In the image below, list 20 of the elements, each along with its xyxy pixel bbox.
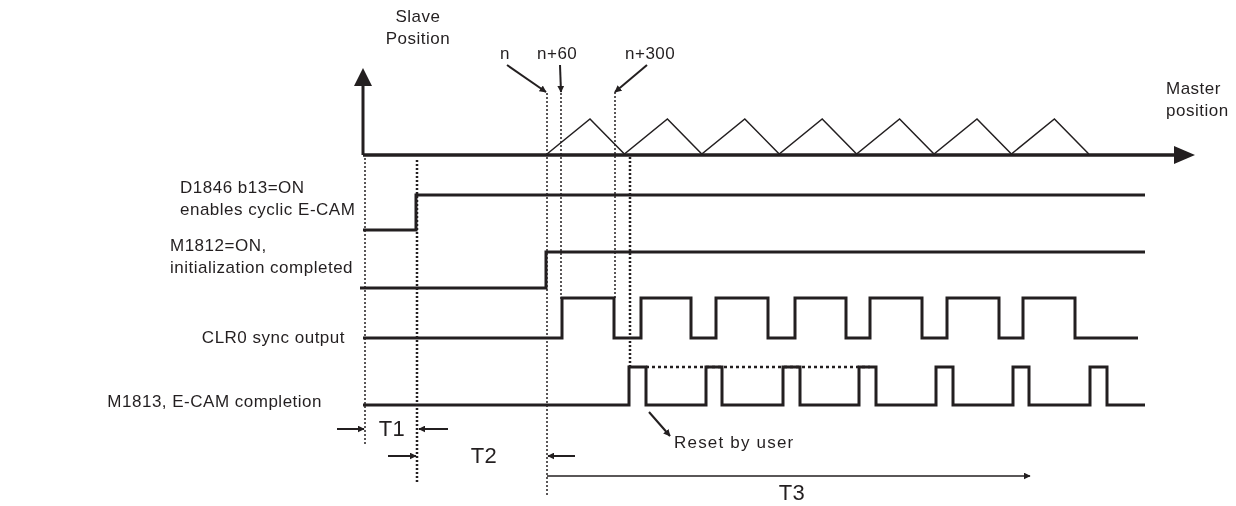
dotted-line: [560, 92, 562, 301]
dotted-line: [614, 91, 616, 301]
signal-label: D1846 b13=ON enables cyclic E-CAM: [180, 177, 357, 221]
marker-label: n: [500, 44, 510, 64]
time-label: T3: [777, 481, 807, 505]
signal-label: M1813, E-CAM completion: [106, 392, 322, 412]
leader-line: [614, 64, 648, 93]
time-label: T2: [469, 443, 499, 469]
leader-line: [506, 64, 547, 93]
leader-line: [648, 411, 671, 437]
marker-label: n+300: [625, 44, 676, 64]
dotted-line: [546, 92, 548, 496]
signal-label: CLR0 sync output: [200, 328, 345, 348]
axis-label: Slave Position: [384, 6, 452, 50]
leader-line: [557, 64, 565, 93]
signal-label: M1812=ON, initialization completed: [170, 235, 355, 279]
marker-label: n+60: [537, 44, 578, 64]
time-label: T1: [377, 416, 407, 442]
axis-label: Master position: [1166, 78, 1230, 122]
marker-label: Reset by user: [674, 433, 795, 453]
